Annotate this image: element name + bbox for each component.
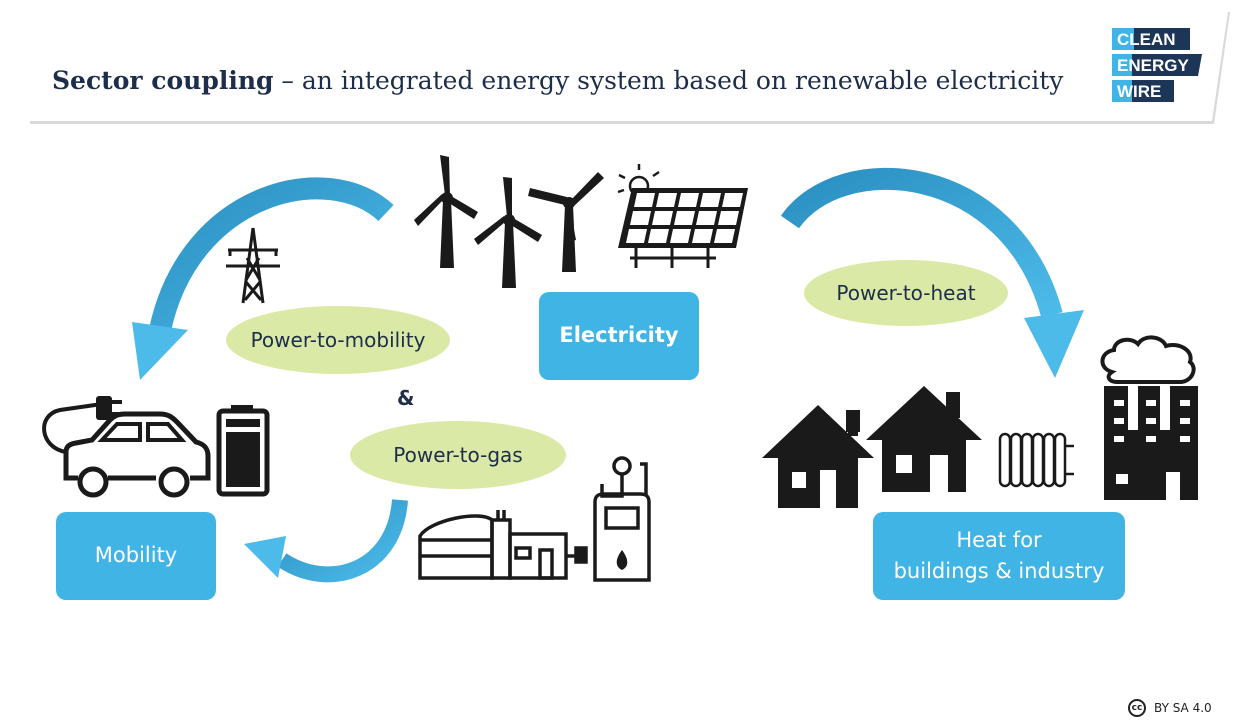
title-bold: Sector coupling (52, 66, 274, 95)
wind-turbine-icon (474, 177, 542, 288)
solar-panel-icon (617, 164, 748, 268)
logo-line1: CLEAN (1117, 30, 1176, 49)
gas-boiler-icon (593, 456, 651, 582)
mobility-label: Mobility (94, 543, 178, 568)
arrow-to-heat (780, 167, 1084, 378)
plug-icon (96, 396, 122, 420)
electricity-node: Electricity (539, 292, 699, 380)
heat-label-line1: Heat for (956, 527, 1042, 552)
logo-line2: ENERGY (1117, 56, 1189, 75)
clean-energy-wire-logo: CLEAN ENERGY WIRE (1112, 28, 1202, 102)
page-title: Sector coupling – an integrated energy s… (52, 66, 1092, 95)
logo-line3: WIRE (1117, 82, 1161, 101)
electricity-label: Electricity (559, 323, 679, 348)
power-to-heat-label: Power-to-heat (804, 260, 1008, 326)
ampersand: & (397, 386, 415, 410)
battery-icon (216, 405, 270, 497)
power-to-mobility-text: Power-to-mobility (250, 328, 426, 352)
title-rest: – an integrated energy system based on r… (273, 66, 1064, 95)
power-to-mobility-label: Power-to-mobility (226, 306, 450, 374)
radiator-icon (998, 432, 1074, 488)
house-icon (762, 405, 874, 508)
license-badge: cc BY SA 4.0 (1128, 699, 1212, 717)
wind-turbine-icon (414, 155, 478, 268)
license-text: BY SA 4.0 (1154, 701, 1212, 715)
house-icon (866, 386, 982, 492)
wind-turbine-icon (528, 172, 604, 272)
electric-car-icon (42, 395, 211, 498)
factory-icon (1100, 335, 1198, 500)
arrow-to-mobility (132, 177, 394, 380)
power-to-heat-text: Power-to-heat (836, 281, 976, 305)
heat-node: Heat for buildings & industry (873, 512, 1125, 600)
arrow-gas-to-mobility (244, 499, 408, 583)
cc-icon: cc (1128, 699, 1146, 717)
transmission-tower-icon (226, 227, 280, 304)
power-to-gas-label: Power-to-gas (350, 421, 566, 489)
power-to-gas-text: Power-to-gas (393, 443, 523, 467)
heat-label-line2: buildings & industry (893, 559, 1105, 583)
mobility-node: Mobility (56, 512, 216, 600)
biogas-plant-icon (418, 510, 588, 580)
